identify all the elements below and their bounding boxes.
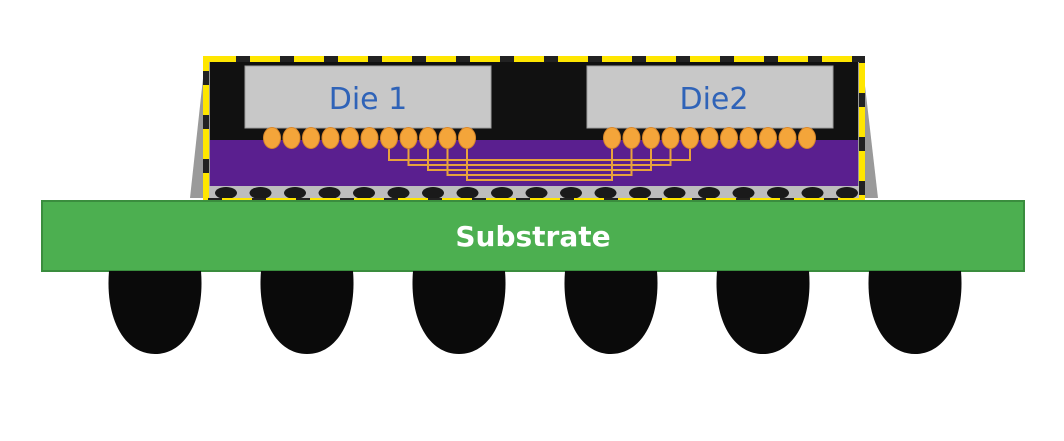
die-1	[244, 65, 492, 129]
solder-ball	[716, 271, 810, 354]
c4-bump	[249, 187, 272, 199]
c4-bump-row	[215, 187, 858, 199]
c4-bump	[525, 187, 548, 199]
solder-ball	[868, 271, 962, 354]
microbump-die-2	[778, 127, 797, 149]
bridge-trace	[407, 144, 672, 166]
microbump-die-2	[759, 127, 777, 149]
solder-ball	[108, 271, 202, 354]
c4-bump	[318, 187, 341, 199]
microbump-die-1	[263, 127, 281, 149]
c4-bump	[560, 187, 582, 199]
microbump-die-1	[458, 127, 476, 149]
solder-ball	[564, 271, 658, 354]
bridge-routing-traces	[388, 144, 691, 181]
solder-ball	[260, 271, 354, 354]
c4-bump	[801, 187, 824, 199]
microbump-die-1	[341, 127, 359, 149]
microbump-die-2	[603, 127, 621, 149]
c4-bump	[284, 187, 306, 199]
c4-bump	[698, 187, 720, 199]
bridge-trace	[427, 144, 652, 171]
solder-ball-row	[108, 271, 962, 354]
c4-bump	[353, 187, 375, 199]
c4-bump	[836, 187, 858, 199]
microbump-die-1	[438, 127, 457, 149]
substrate	[41, 200, 1025, 272]
microbump-die-2	[700, 127, 719, 149]
c4-bump	[215, 187, 237, 199]
c4-bump	[422, 187, 444, 199]
bridge-trace	[466, 144, 613, 181]
bridge-trace	[446, 144, 633, 176]
microbump-die-2	[720, 127, 738, 149]
c4-bump	[767, 187, 789, 199]
microbump-die-2	[798, 127, 816, 149]
c4-bump	[629, 187, 651, 199]
c4-bump	[732, 187, 755, 199]
microbump-die-1	[321, 127, 340, 149]
microbump-die-1	[302, 127, 320, 149]
substrate-label: Substrate	[455, 220, 610, 253]
microbump-die-1	[282, 127, 301, 149]
microbump-die-2	[681, 127, 699, 149]
solder-ball	[412, 271, 506, 354]
microbump-die-2	[642, 127, 660, 149]
microbump-die-1	[360, 127, 379, 149]
c4-bump	[491, 187, 513, 199]
c4-bump	[594, 187, 617, 199]
microbump-die-2	[622, 127, 641, 149]
c4-bump	[456, 187, 479, 199]
bridge-trace	[388, 144, 691, 161]
microbump-die-1	[399, 127, 418, 149]
c4-bump	[663, 187, 686, 199]
microbump-die-2	[661, 127, 680, 149]
microbump-die-1	[380, 127, 398, 149]
microbump-die-1	[419, 127, 437, 149]
microbump-die-2	[739, 127, 758, 149]
c4-bump	[387, 187, 410, 199]
microbump-rows	[263, 127, 816, 149]
die-2-label: Die2	[680, 82, 749, 117]
die-1-label: Die 1	[329, 82, 408, 117]
die-2	[586, 65, 834, 129]
